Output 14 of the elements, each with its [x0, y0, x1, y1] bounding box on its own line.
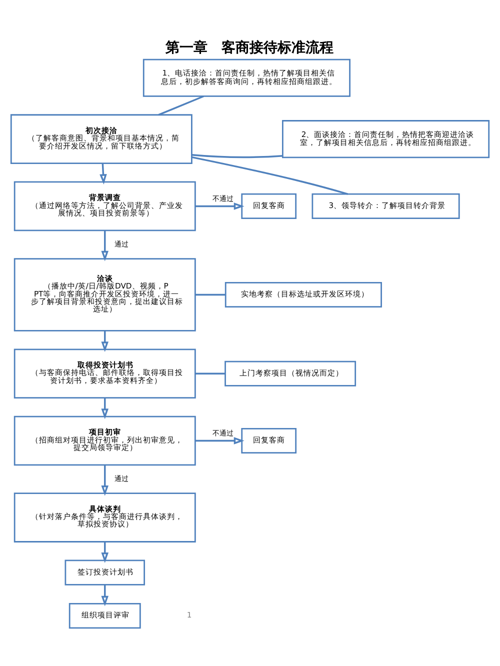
diagram-title: 第一章 客商接待标准流程 [166, 39, 334, 56]
arrow [101, 584, 109, 606]
arrow [101, 397, 109, 419]
connector [192, 154, 283, 158]
arrow [101, 230, 109, 261]
connector [192, 156, 348, 194]
arrow [195, 436, 244, 444]
arrow [195, 202, 244, 210]
connector [195, 372, 226, 374]
arrow [101, 330, 109, 352]
arrow [101, 464, 109, 496]
connector [195, 293, 226, 296]
arrow [100, 162, 107, 184]
arrow [101, 541, 109, 562]
